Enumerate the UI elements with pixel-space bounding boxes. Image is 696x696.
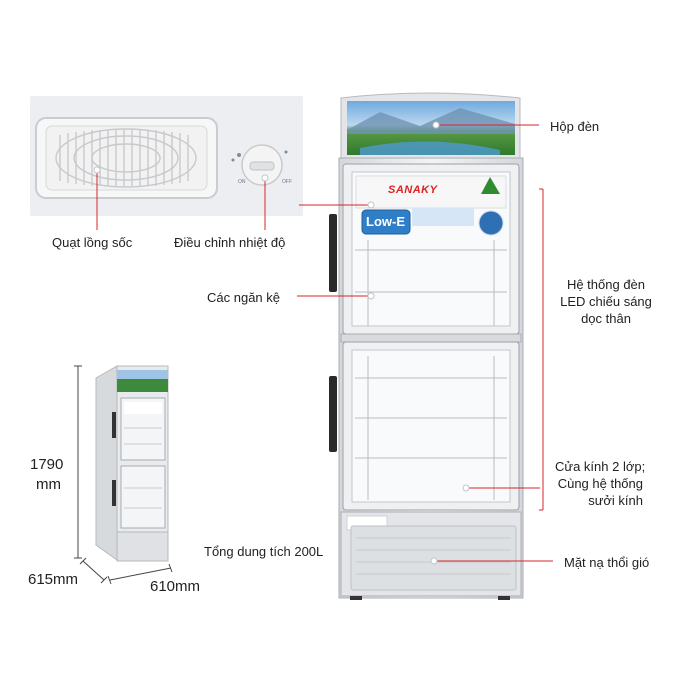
callout-glass-line-1: Cửa kính 2 lớp;: [555, 459, 646, 474]
callout-glass-line-3: sưởi kính: [588, 493, 643, 508]
callout-thermostat: Điều chỉnh nhiệt độ: [174, 235, 286, 250]
callout-fan: Quạt lồng sốc: [52, 235, 133, 250]
dial-on-mark: ON: [238, 179, 246, 185]
low-e-sticker: [361, 209, 411, 235]
brand-logo: SANAKY: [388, 184, 438, 196]
width-dimension: 610mm: [150, 578, 201, 595]
upper-handle: [329, 214, 337, 292]
callout-capacity: Tổng dung tích 200L: [204, 544, 324, 559]
callout-shelves: Các ngăn kệ: [207, 290, 280, 305]
callout-led-line-3: dọc thân: [581, 311, 631, 326]
dial-off-mark: OFF: [282, 179, 292, 185]
callout-vent: Mặt nạ thổi gió: [564, 555, 650, 570]
callout-led-line-1: Hệ thống đèn: [566, 277, 646, 292]
depth-dimension: 615mm: [28, 571, 79, 588]
callout-led-line-2: LED chiếu sáng: [560, 294, 652, 309]
fan-grille: [55, 128, 197, 188]
low-e-label: Low-E: [366, 214, 405, 229]
callout-lamp-box: Hộp đèn: [550, 119, 600, 134]
callout-glass-door: Cửa kính 2 lớp; Cùng hệ thống sưởi kính: [555, 458, 646, 509]
lower-shelves: [355, 356, 507, 500]
upper-shelves: [355, 240, 507, 326]
lower-handle: [329, 376, 337, 452]
height-dimension-value: 1790: [30, 456, 64, 473]
thermostat-dial: [231, 144, 288, 186]
height-dimension-unit: mm: [36, 476, 61, 493]
callout-glass-line-2: Cùng hệ thống: [557, 476, 643, 491]
dimension-lines: [74, 365, 173, 585]
callout-led-lighting: Hệ thống đèn LED chiếu sáng dọc thân: [551, 276, 661, 327]
